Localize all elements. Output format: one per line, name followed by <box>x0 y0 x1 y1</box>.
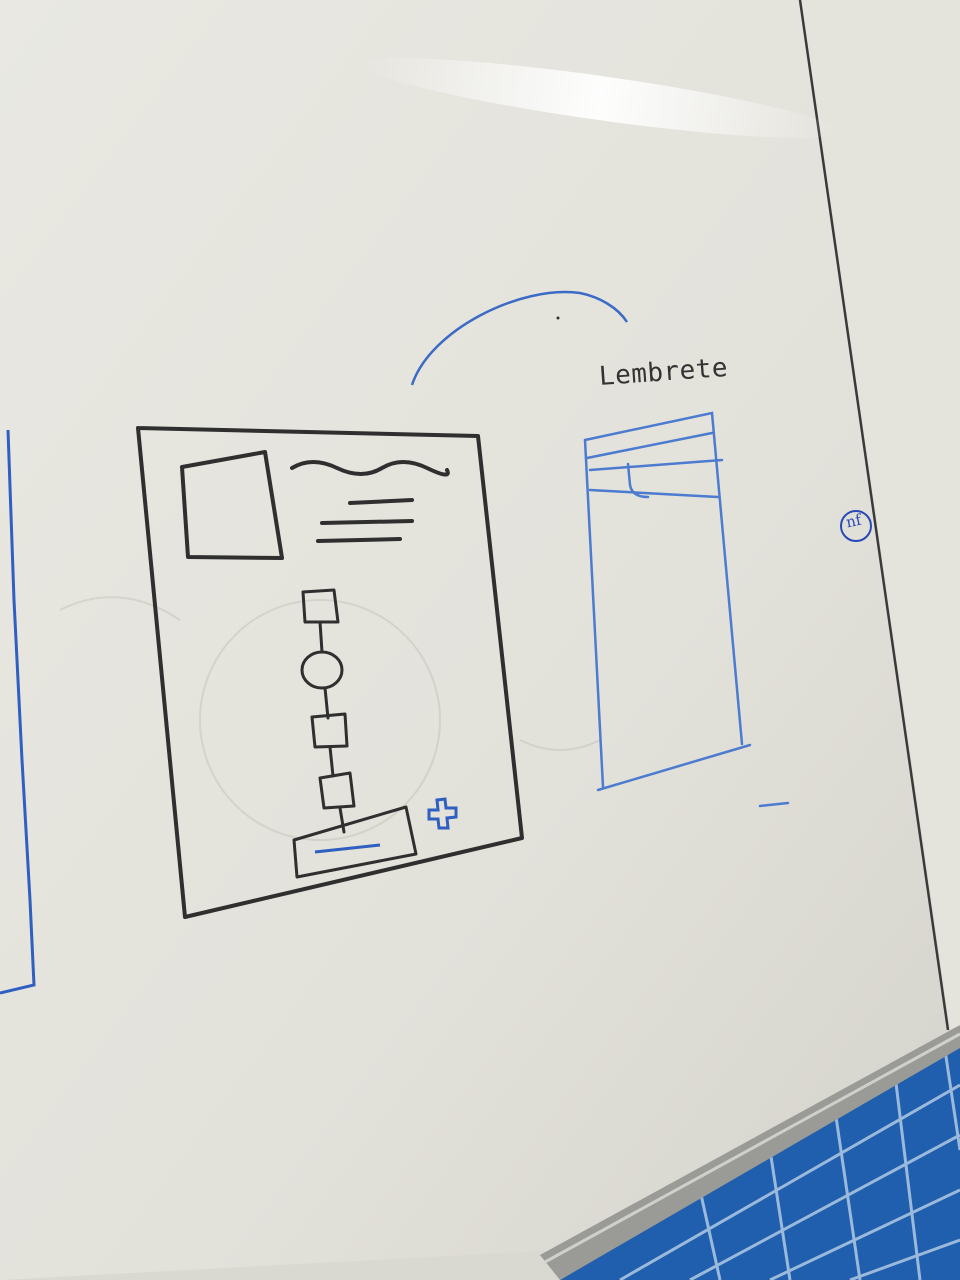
panel-seam <box>798 0 950 1031</box>
plus-icon <box>427 797 458 830</box>
board-frame <box>540 1025 960 1280</box>
sketch-right-screen <box>583 411 790 808</box>
sketch-left-screen <box>136 426 524 919</box>
arc-arrow <box>410 290 629 386</box>
light-glare <box>362 58 838 138</box>
left-blue-frame <box>0 429 36 995</box>
margin-note-circle <box>840 510 872 542</box>
